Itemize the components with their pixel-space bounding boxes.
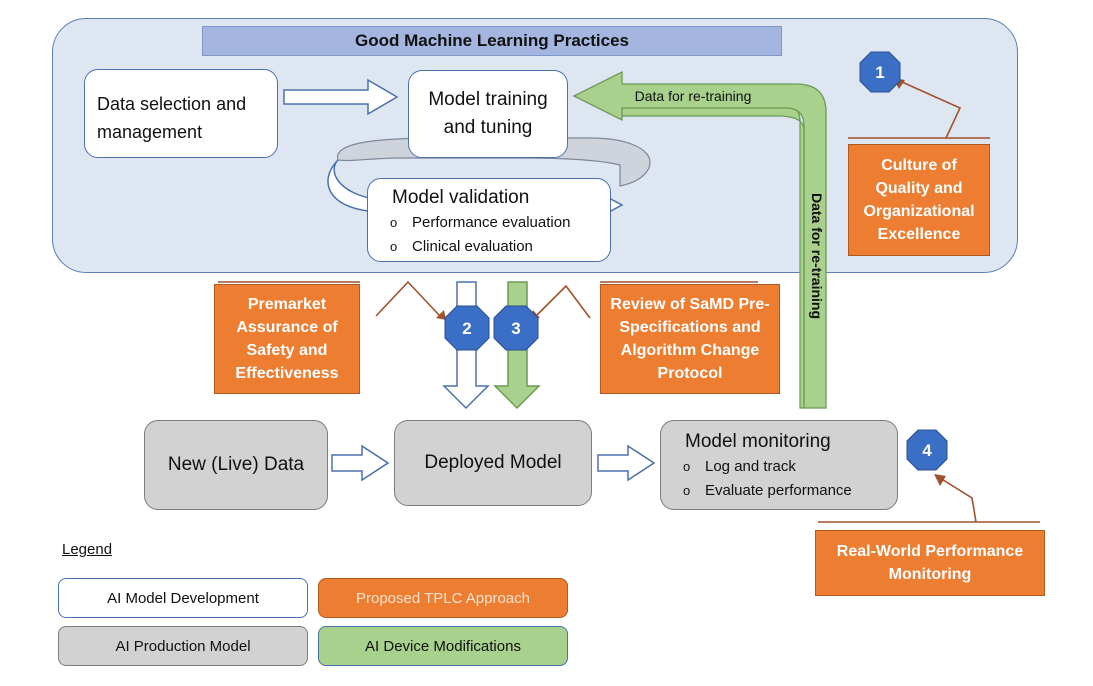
callout-review: Review of SaMD Pre-Specifications and Al… [600,284,780,394]
model-training-line-2: and tuning [443,117,533,138]
badge-2-label: 2 [462,319,471,338]
retrain-label-horizontal: Data for re-training [634,88,752,104]
badge-4-label: 4 [922,441,932,460]
badge-4: 4 [906,429,948,471]
arrow-deployed-to-monitoring [597,444,656,482]
data-selection-line-2: management [97,122,203,142]
legend-ai-production-model: AI Production Model [58,626,308,666]
model-training-line-1: Model training [428,89,548,110]
data-selection-line-1: Data selection and [97,94,247,114]
retrain-label-vertical: Data for re-training [809,192,825,319]
legend-ai-model-development: AI Model Development [58,578,308,618]
badge-3-label: 3 [511,319,520,338]
arrow-data-to-training [283,78,399,116]
legend-title: Legend [62,541,113,558]
data-selection-box: Data selection and management [84,69,278,158]
new-data-box: New (Live) Data [144,420,328,510]
badge-1: 1 [859,51,901,93]
arrow-newdata-to-deployed [331,444,390,482]
legend-ai-device-modifications: AI Device Modifications [318,626,568,666]
badge-1-label: 1 [875,63,884,82]
model-training-box: Model training and tuning [408,70,568,158]
gmlp-banner: Good Machine Learning Practices [202,26,782,56]
model-validation-title: Model validation [392,187,530,208]
model-monitoring-title: Model monitoring [685,431,831,452]
badge-3: 3 [493,305,539,351]
legend-proposed-tplc: Proposed TPLC Approach [318,578,568,618]
deployed-model-box: Deployed Model [394,420,592,506]
badge-2: 2 [444,305,490,351]
